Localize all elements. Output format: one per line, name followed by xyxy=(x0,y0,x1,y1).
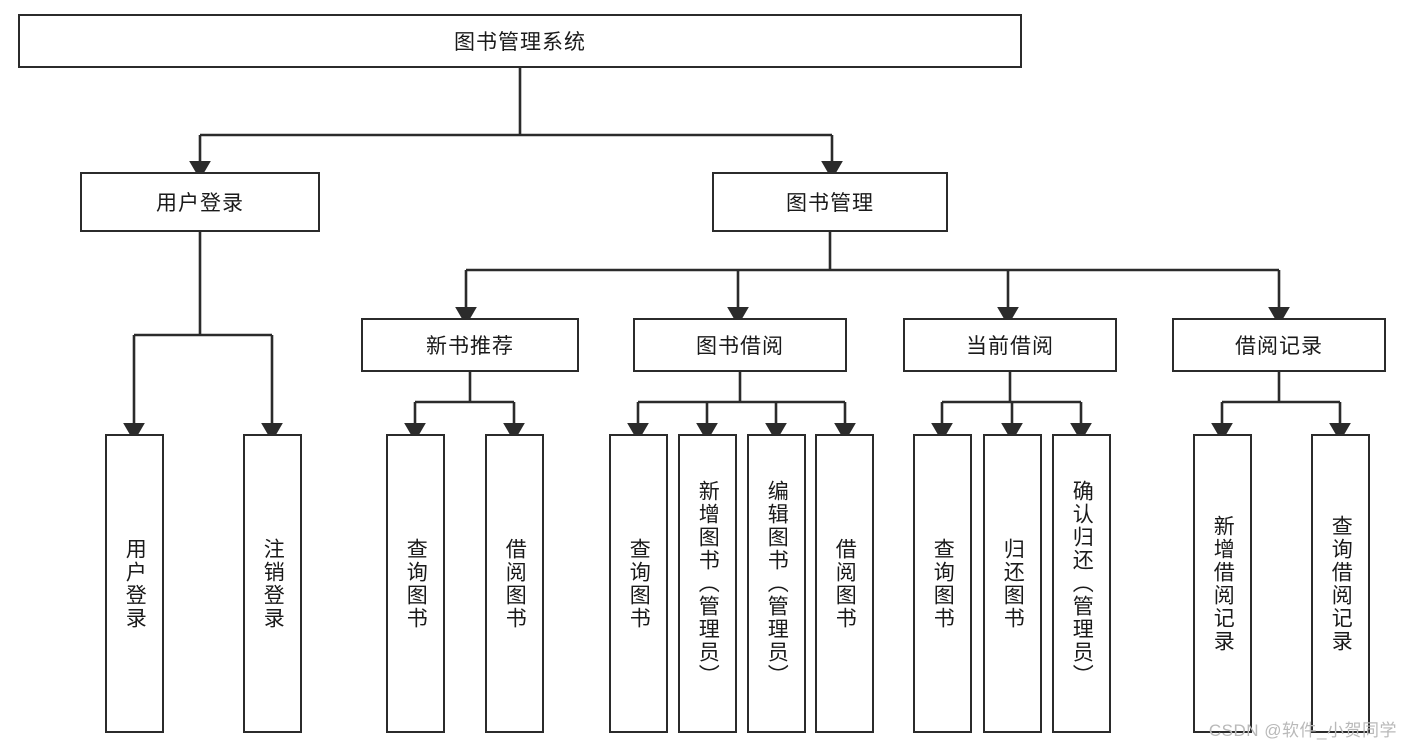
node-leaf-logout-label: 注销登录 xyxy=(261,537,285,630)
node-leaf-return-book-label: 归还图书 xyxy=(1001,537,1025,630)
node-leaf-query-borrow-record[interactable]: 查询借阅记录 xyxy=(1311,434,1370,733)
node-leaf-borrow-book-label: 借阅图书 xyxy=(833,537,857,630)
node-current-borrow[interactable]: 当前借阅 xyxy=(903,318,1117,372)
node-new-book-recommend-label: 新书推荐 xyxy=(426,335,514,358)
node-user-login[interactable]: 用户登录 xyxy=(80,172,320,232)
node-leaf-user-login-label: 用户登录 xyxy=(123,537,147,630)
node-book-manage[interactable]: 图书管理 xyxy=(712,172,948,232)
node-leaf-borrow-book[interactable]: 借阅图书 xyxy=(815,434,874,733)
node-leaf-edit-book-admin[interactable]: 编辑图书（管理员） xyxy=(747,434,806,733)
node-book-borrow[interactable]: 图书借阅 xyxy=(633,318,847,372)
node-leaf-add-borrow-record[interactable]: 新增借阅记录 xyxy=(1193,434,1252,733)
node-borrow-record[interactable]: 借阅记录 xyxy=(1172,318,1386,372)
node-leaf-query-book-current-label: 查询图书 xyxy=(931,537,955,630)
node-leaf-query-book-recommend-label: 查询图书 xyxy=(404,537,428,630)
csdn-watermark: CSDN @软件_小贺同学 xyxy=(1208,721,1397,740)
node-leaf-edit-book-admin-label: 编辑图书（管理员） xyxy=(765,480,789,687)
node-leaf-logout[interactable]: 注销登录 xyxy=(243,434,302,733)
node-leaf-borrow-book-recommend[interactable]: 借阅图书 xyxy=(485,434,544,733)
node-leaf-query-borrow-record-label: 查询借阅记录 xyxy=(1329,514,1353,653)
node-leaf-query-book-borrow[interactable]: 查询图书 xyxy=(609,434,668,733)
node-new-book-recommend[interactable]: 新书推荐 xyxy=(361,318,579,372)
node-leaf-borrow-book-recommend-label: 借阅图书 xyxy=(503,537,527,630)
node-leaf-query-book-current[interactable]: 查询图书 xyxy=(913,434,972,733)
node-leaf-confirm-return-admin-label: 确认归还（管理员） xyxy=(1070,480,1094,687)
node-leaf-add-book-admin-label: 新增图书（管理员） xyxy=(696,480,720,687)
node-leaf-add-book-admin[interactable]: 新增图书（管理员） xyxy=(678,434,737,733)
node-user-login-label: 用户登录 xyxy=(156,192,244,215)
node-book-borrow-label: 图书借阅 xyxy=(696,335,784,358)
node-leaf-add-borrow-record-label: 新增借阅记录 xyxy=(1211,514,1235,653)
node-leaf-query-book-borrow-label: 查询图书 xyxy=(627,537,651,630)
node-current-borrow-label: 当前借阅 xyxy=(966,335,1054,358)
node-leaf-return-book[interactable]: 归还图书 xyxy=(983,434,1042,733)
node-root[interactable]: 图书管理系统 xyxy=(18,14,1022,68)
node-leaf-user-login[interactable]: 用户登录 xyxy=(105,434,164,733)
node-book-manage-label: 图书管理 xyxy=(786,192,874,215)
node-borrow-record-label: 借阅记录 xyxy=(1235,335,1323,358)
node-leaf-confirm-return-admin[interactable]: 确认归还（管理员） xyxy=(1052,434,1111,733)
node-root-label: 图书管理系统 xyxy=(454,31,586,54)
node-leaf-query-book-recommend[interactable]: 查询图书 xyxy=(386,434,445,733)
